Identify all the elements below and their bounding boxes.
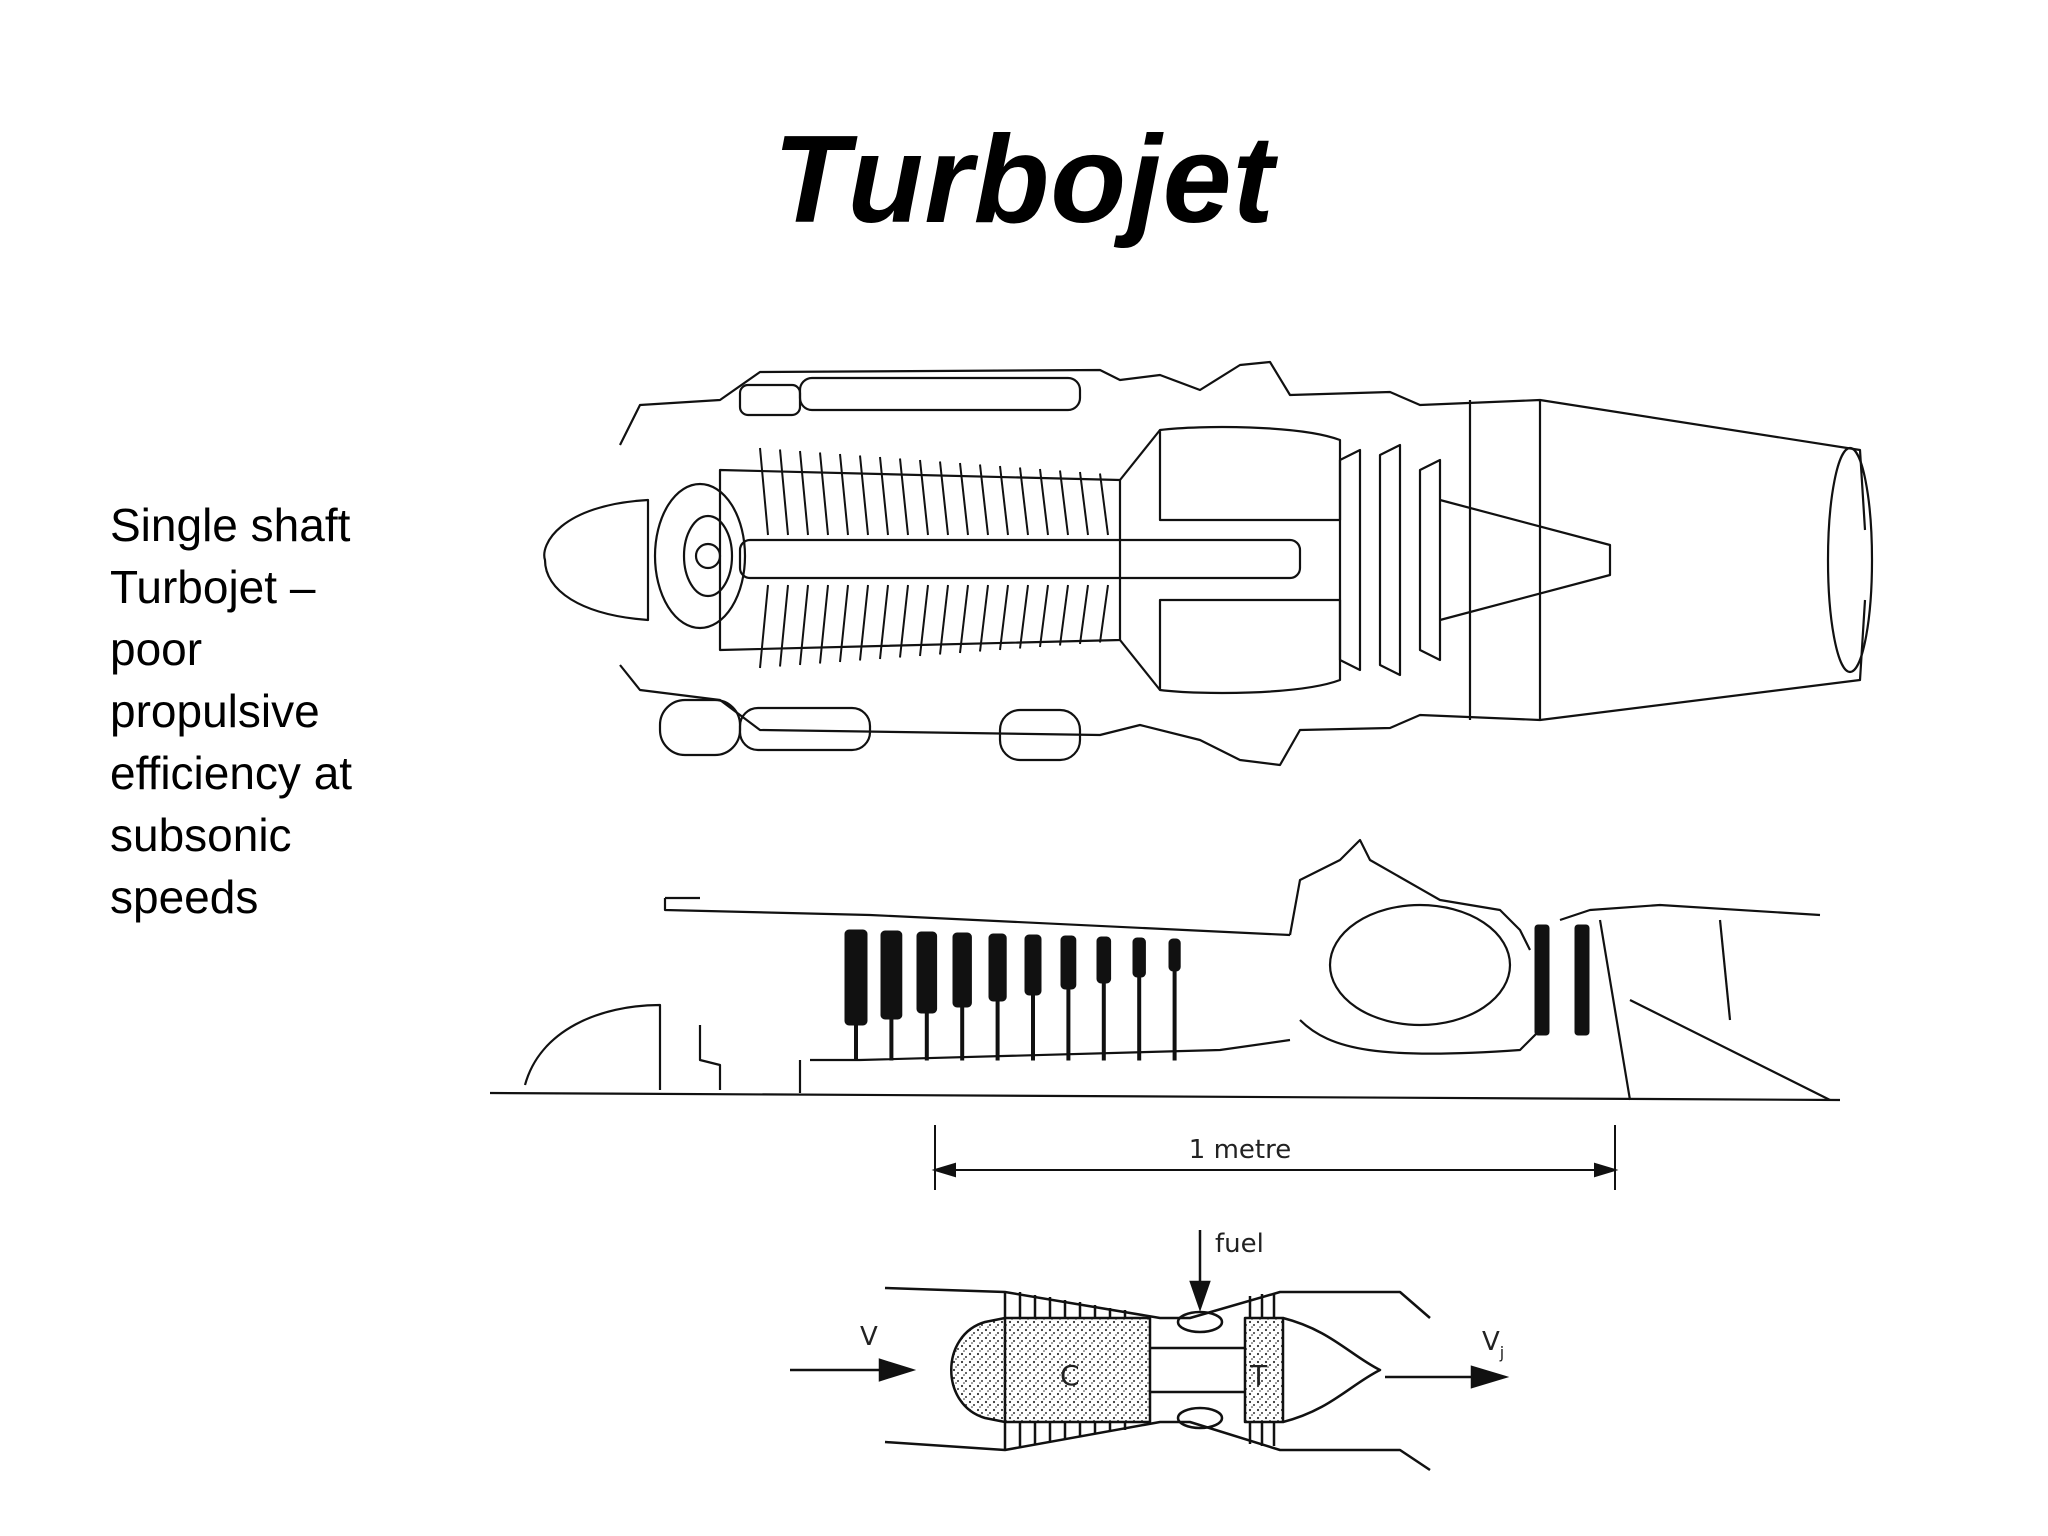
description-line: efficiency at [110, 747, 353, 799]
compressor-blade [952, 932, 972, 1008]
compressor-blade-lower [759, 584, 769, 669]
compressor-blade [1096, 936, 1112, 984]
blade-stem [995, 1000, 1000, 1061]
compressor-blade-lower [1019, 584, 1029, 649]
compressor-blade-upper [859, 455, 869, 536]
engine-section-diagram [489, 838, 1841, 1102]
compressor-blades-section: (function(){ var g = document.currentScr… [844, 924, 1590, 1061]
section-centerline [489, 1091, 1841, 1102]
blade-stem [960, 1006, 965, 1061]
nose-cone [543, 498, 650, 622]
description-line: subsonic [110, 809, 292, 861]
description-line: Turbojet – [110, 561, 316, 613]
blade-stem [1172, 970, 1177, 1061]
compressor-blade-upper [819, 452, 829, 536]
compressor-blade-lower [859, 584, 869, 661]
compressor-blade-upper [919, 459, 929, 536]
compressor-blade-upper [1099, 473, 1109, 536]
compressor-blade-lower [1079, 584, 1089, 645]
scale-bar [931, 1125, 1619, 1190]
fuel-label: fuel [1215, 1229, 1264, 1259]
compressor-blade-upper [899, 458, 909, 536]
blade-stem [1066, 988, 1071, 1061]
compressor-blade-upper [959, 462, 969, 536]
inlet-velocity-label: V [860, 1322, 878, 1352]
turbine-block [1243, 1316, 1285, 1424]
blade-stem [1137, 976, 1142, 1061]
compressor-blade [1060, 935, 1077, 990]
flow-arrows [790, 1230, 1510, 1389]
compressor-blade-upper [1059, 470, 1069, 536]
compressor-blade [1168, 938, 1181, 972]
compressor-blade-lower [799, 584, 809, 666]
compressor-blade [988, 933, 1007, 1002]
jet-velocity-label: Vj [1482, 1327, 1504, 1362]
blade-stem [924, 1012, 929, 1061]
blade-stem [854, 1024, 858, 1061]
description-line: Single shaft [110, 499, 351, 551]
compressor-blade [1132, 937, 1146, 978]
compressor-blade-upper [839, 453, 849, 536]
compressor-blade-upper [1079, 471, 1089, 536]
compressor-blade-lower [979, 584, 989, 652]
compressor-blade-lower [1059, 584, 1069, 646]
compressor-blade-lower [899, 584, 909, 658]
compressor-blades-cutaway: (function(){ var g = document.currentScr… [759, 447, 1109, 669]
compressor-blade-lower [819, 584, 829, 664]
compressor-blade-lower [999, 584, 1009, 651]
compressor-blade-upper [979, 464, 989, 536]
compressor-blade [844, 929, 868, 1026]
blade-stem [889, 1018, 894, 1061]
compressor-blade-upper [779, 449, 789, 536]
cutaway-engine-illustration [543, 360, 1874, 767]
description-line: speeds [110, 871, 259, 923]
compressor-blade-lower [839, 584, 849, 663]
compressor-blade-lower [1099, 584, 1109, 643]
compressor-blade-lower [939, 584, 949, 655]
compressor-label: C [1060, 1359, 1080, 1392]
compressor-blade-lower [919, 584, 929, 657]
compressor-blade-lower [779, 584, 789, 667]
compressor-blade-upper [1039, 468, 1049, 536]
compressor-blade-lower [879, 584, 889, 660]
compressor-block [1003, 1316, 1152, 1424]
compressor-blade-upper [759, 447, 769, 536]
slide-title: Turbojet [773, 111, 1275, 249]
compressor-blade-upper [1019, 467, 1029, 536]
scale-label: 1 metre [1189, 1135, 1291, 1165]
compressor-blade [880, 930, 903, 1020]
turbine-blade [1574, 924, 1590, 1036]
compressor-blade-upper [939, 461, 949, 536]
blade-stem [1101, 982, 1106, 1061]
compressor-blade-upper [879, 456, 889, 536]
description-line: poor [110, 623, 203, 675]
turbine-blade [1534, 924, 1550, 1036]
duct-bottom [884, 1420, 1431, 1472]
turbojet-schematic [884, 1286, 1431, 1472]
compressor-blade [916, 931, 938, 1014]
compressor-blade-upper [799, 450, 809, 536]
compressor-blade-lower [1039, 584, 1049, 648]
compressor-blade [1024, 934, 1042, 996]
compressor-blade-lower [959, 584, 969, 654]
compressor-blade-upper [999, 465, 1009, 536]
description-text: Single shaft Turbojet – poor propulsive … [110, 494, 400, 928]
description-line: propulsive [110, 685, 320, 737]
blade-stem [1031, 994, 1035, 1061]
turbine-label: T [1249, 1359, 1268, 1392]
duct-top [884, 1286, 1431, 1320]
